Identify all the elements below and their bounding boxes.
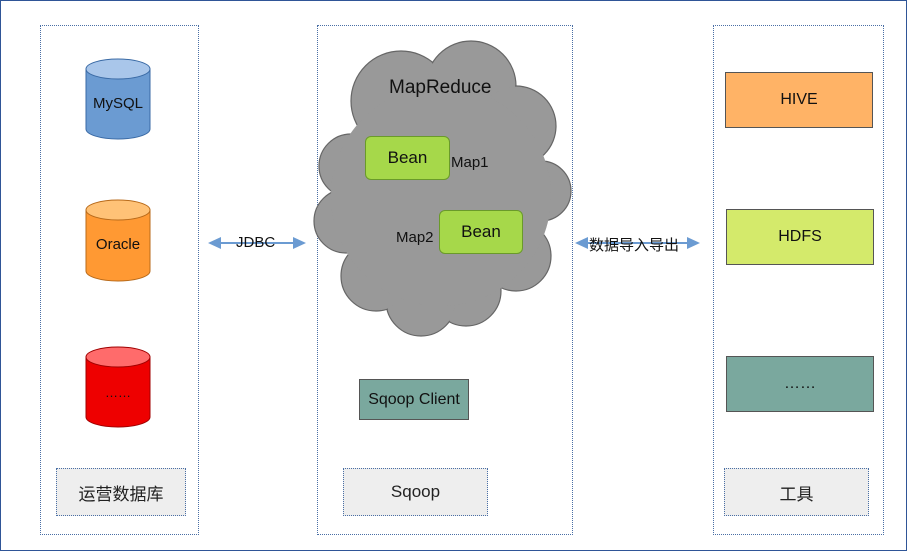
mapreduce-title: MapReduce — [389, 77, 492, 98]
hdfs-box: HDFS — [726, 209, 874, 265]
bean-box-2: Bean — [439, 210, 523, 254]
db-label-oracle: Oracle — [95, 236, 141, 253]
tools-caption: 工具 — [724, 468, 869, 516]
hive-box: HIVE — [725, 72, 873, 128]
jdbc-label: JDBC — [236, 234, 276, 251]
bean-box-1: Bean — [365, 136, 450, 180]
tools-panel — [713, 25, 884, 535]
operational-db-panel — [40, 25, 199, 535]
sqoop-panel — [317, 25, 573, 535]
db-label-other: …… — [105, 385, 131, 400]
sqoop-client-box: Sqoop Client — [359, 379, 469, 420]
other-tool-box: …… — [726, 356, 874, 412]
sqoop-caption: Sqoop — [343, 468, 488, 516]
map1-label: Map1 — [451, 154, 489, 171]
db-label-mysql: MySQL — [92, 95, 143, 112]
import-export-label: 数据导入导出 — [589, 237, 680, 254]
map2-label: Map2 — [396, 229, 434, 246]
operational-db-caption: 运营数据库 — [56, 468, 186, 516]
